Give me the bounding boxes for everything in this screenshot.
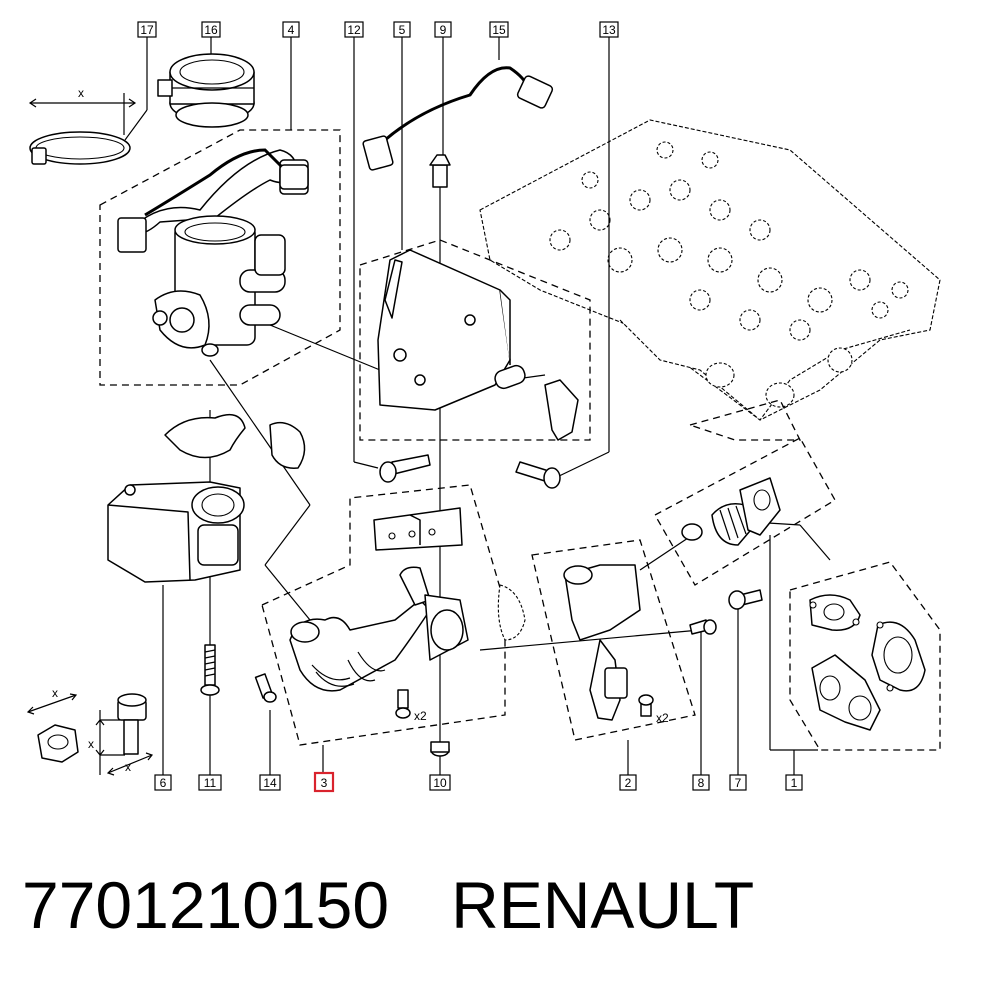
screw-7	[728, 589, 763, 610]
svg-text:13: 13	[602, 23, 616, 37]
nut-dimension-x-label: x	[52, 686, 58, 700]
group-box-bracket	[359, 239, 591, 441]
qty-label-pipe: x2	[414, 709, 427, 723]
part-caption: 7701210150 RENAULT	[22, 860, 982, 950]
callout-12: 12	[344, 21, 364, 38]
nut-bolt-dimension-sketch: x x x	[26, 686, 154, 776]
callout-16: 16	[201, 21, 221, 38]
svg-text:5: 5	[399, 23, 406, 37]
svg-text:10: 10	[433, 776, 447, 790]
svg-text:9: 9	[440, 23, 447, 37]
svg-text:1: 1	[791, 776, 798, 790]
svg-text:14: 14	[263, 776, 277, 790]
group-box-thermostat	[531, 539, 696, 741]
callout-13: 13	[599, 21, 619, 38]
callout-9: 9	[434, 21, 452, 38]
svg-text:6: 6	[160, 776, 167, 790]
sensor-harness	[144, 66, 554, 217]
callout-15: 15	[489, 21, 509, 38]
bolt-12	[379, 454, 431, 483]
long-stud	[200, 644, 220, 696]
cylinder-head	[479, 119, 941, 421]
svg-text:7: 7	[735, 776, 742, 790]
qty-label-thermostat: x2	[656, 711, 669, 725]
callout-5: 5	[393, 21, 411, 38]
exhaust-gaskets	[809, 594, 926, 731]
svg-text:2: 2	[625, 776, 632, 790]
callout-11: 11	[198, 774, 222, 791]
svg-text:17: 17	[140, 23, 154, 37]
throttle-body	[117, 149, 309, 357]
hose-clamp: x	[28, 86, 137, 165]
group-box-gaskets	[789, 561, 941, 751]
cooler-elbow	[681, 477, 781, 546]
callout-8: 8	[692, 774, 710, 791]
callout-14: 14	[259, 774, 281, 791]
group-box-throttle	[99, 129, 341, 386]
callout-4: 4	[282, 21, 300, 38]
svg-text:4: 4	[288, 23, 295, 37]
thermostat-housing: x2	[563, 564, 669, 725]
brand-name: RENAULT	[451, 868, 755, 942]
group-box-flange	[687, 399, 802, 441]
bolt-9	[429, 154, 451, 188]
callout-17: 17	[137, 21, 157, 38]
callout-6: 6	[154, 774, 172, 791]
nut-10	[430, 741, 450, 757]
egr-valve	[107, 481, 245, 583]
mounting-bracket	[377, 249, 579, 441]
svg-text:11: 11	[204, 776, 217, 790]
exploded-parts-diagram: x	[26, 21, 941, 793]
callout-7: 7	[729, 774, 747, 791]
svg-text:8: 8	[698, 776, 705, 790]
svg-text:16: 16	[204, 23, 218, 37]
callout-1: 1	[785, 774, 803, 791]
egr-pipe-assembly: x2	[289, 507, 526, 723]
dimension-x-label: x	[78, 86, 84, 100]
callout-3-highlighted: 3	[313, 771, 335, 793]
throttle-gaskets	[164, 413, 306, 469]
bolt-dimension-x2-label: x	[125, 760, 131, 774]
bolt-dimension-x-label: x	[88, 737, 94, 751]
svg-text:15: 15	[492, 23, 506, 37]
screw-8	[689, 619, 717, 635]
svg-text:12: 12	[347, 23, 361, 37]
bolt-13	[515, 461, 561, 489]
part-number: 7701210150	[22, 868, 390, 942]
group-box-cooler-elbow	[654, 437, 836, 586]
callout-10: 10	[429, 774, 451, 791]
rubber-sleeve	[157, 53, 255, 128]
screw-14	[254, 673, 277, 703]
svg-text:3: 3	[321, 776, 328, 790]
callout-2: 2	[619, 774, 637, 791]
